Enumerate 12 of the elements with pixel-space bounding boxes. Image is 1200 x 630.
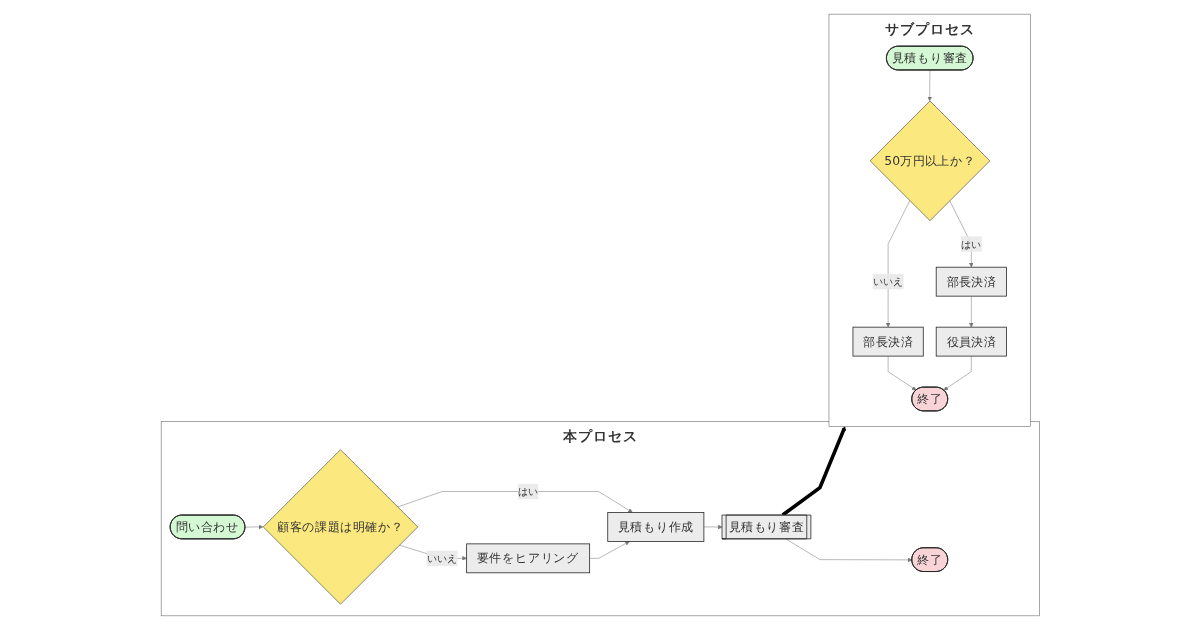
node-box: 要件をヒアリング xyxy=(465,543,590,574)
edge-label: はい xyxy=(517,485,539,498)
arrow xyxy=(781,426,846,517)
edge-label: いいえ xyxy=(872,275,904,288)
node-diamond: 顧客の課題は明確か？ xyxy=(262,449,418,605)
edge-label: はい xyxy=(960,237,982,251)
node-box: 見積もり作成 xyxy=(607,512,704,542)
edge-label: いいえ xyxy=(426,552,458,565)
node-box: 部長決済 xyxy=(935,266,1007,297)
node-diamond: 50万円以上か？ xyxy=(869,100,990,221)
node-box: 役員決済 xyxy=(935,326,1007,357)
node-box: 部長決済 xyxy=(852,326,924,357)
